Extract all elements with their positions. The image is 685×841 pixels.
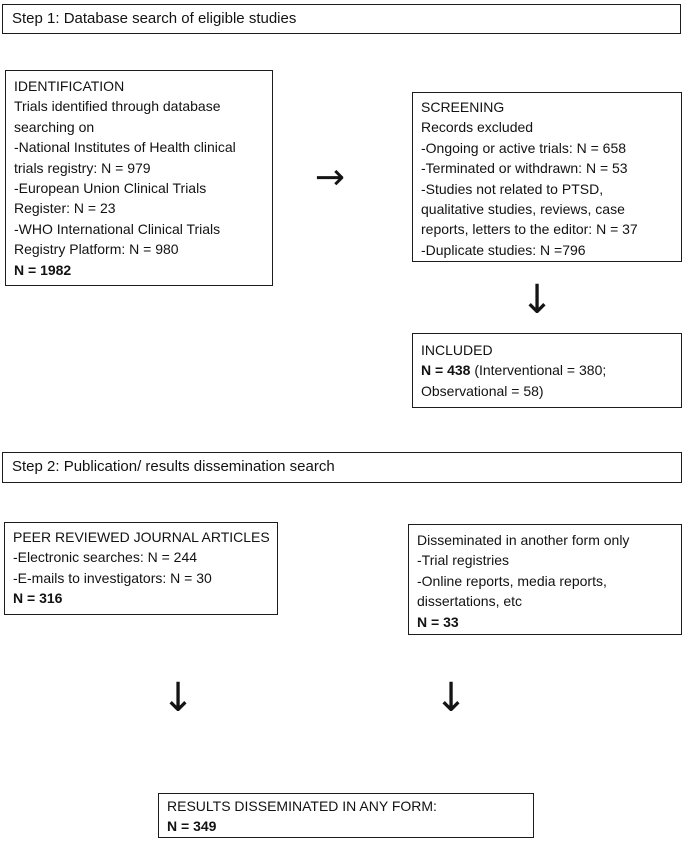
text-line: -European Union Clinical Trials <box>14 180 207 197</box>
identification-total: N = 1982 <box>14 261 72 278</box>
text-line: SCREENING <box>421 99 505 115</box>
text-line: N = 438 (Interventional = 380; <box>421 360 676 380</box>
included-total: N = 438 <box>421 362 471 379</box>
text-line: -National Institutes of Health clinical <box>14 139 236 156</box>
text-line: Observational = 58) <box>421 382 544 399</box>
screening-box: SCREENING Records excluded -Ongoing or a… <box>412 92 682 262</box>
arrow-down-icon: ↓ <box>520 277 554 323</box>
text-line: dissertations, etc <box>417 593 523 610</box>
included-box: INCLUDED N = 438 (Interventional = 380; … <box>412 333 682 408</box>
step2-header-box: Step 2: Publication/ results disseminati… <box>2 452 682 483</box>
text-line: -Studies not related to PTSD, <box>421 180 604 197</box>
peer-reviewed-box: PEER REVIEWED JOURNAL ARTICLES -Electron… <box>4 522 278 615</box>
text-line: INCLUDED <box>421 342 493 358</box>
text-line: PEER REVIEWED JOURNAL ARTICLES <box>13 529 270 545</box>
text-line: -E-mails to investigators: N = 30 <box>13 569 212 586</box>
text-line: Register: N = 23 <box>14 200 116 217</box>
text-line: Trials identified through database <box>14 98 221 115</box>
text-line: searching on <box>14 118 95 135</box>
text-line: trials registry: N = 979 <box>14 159 151 176</box>
arrow-down-icon: ↓ <box>161 675 195 721</box>
text-line: qualitative studies, reviews, case <box>421 201 625 218</box>
text-line: -Terminated or withdrawn: N = 53 <box>421 160 628 177</box>
text-line: -Duplicate studies: N =796 <box>421 241 586 258</box>
text-line: IDENTIFICATION <box>14 78 125 94</box>
text-line: -Trial registries <box>417 552 510 569</box>
peer-reviewed-total: N = 316 <box>13 590 63 607</box>
text-line: Registry Platform: N = 980 <box>14 241 179 258</box>
arrow-right-icon: → <box>314 157 346 198</box>
included-detail: (Interventional = 380; <box>470 362 607 379</box>
text-line: reports, letters to the editor: N = 37 <box>421 221 638 238</box>
identification-box: IDENTIFICATION Trials identified through… <box>5 70 273 286</box>
text-line: Disseminated in another form only <box>417 532 630 548</box>
text-line: -Electronic searches: N = 244 <box>13 549 198 566</box>
disseminated-box: Disseminated in another form only -Trial… <box>408 524 682 635</box>
arrow-down-icon: ↓ <box>434 675 468 721</box>
results-box: RESULTS DISSEMINATED IN ANY FORM: N = 34… <box>158 793 534 838</box>
step1-header-box: Step 1: Database search of eligible stud… <box>2 4 681 34</box>
step2-header-label: Step 2: Publication/ results disseminati… <box>12 458 335 476</box>
text-line: -WHO International Clinical Trials <box>14 220 221 237</box>
results-total: N = 349 <box>167 818 217 835</box>
text-line: Records excluded <box>421 119 534 136</box>
text-line: -Online reports, media reports, <box>417 572 607 589</box>
text-line: RESULTS DISSEMINATED IN ANY FORM: <box>167 798 437 814</box>
disseminated-total: N = 33 <box>417 613 459 630</box>
text-line: -Ongoing or active trials: N = 658 <box>421 139 627 156</box>
step1-header-label: Step 1: Database search of eligible stud… <box>12 9 297 27</box>
